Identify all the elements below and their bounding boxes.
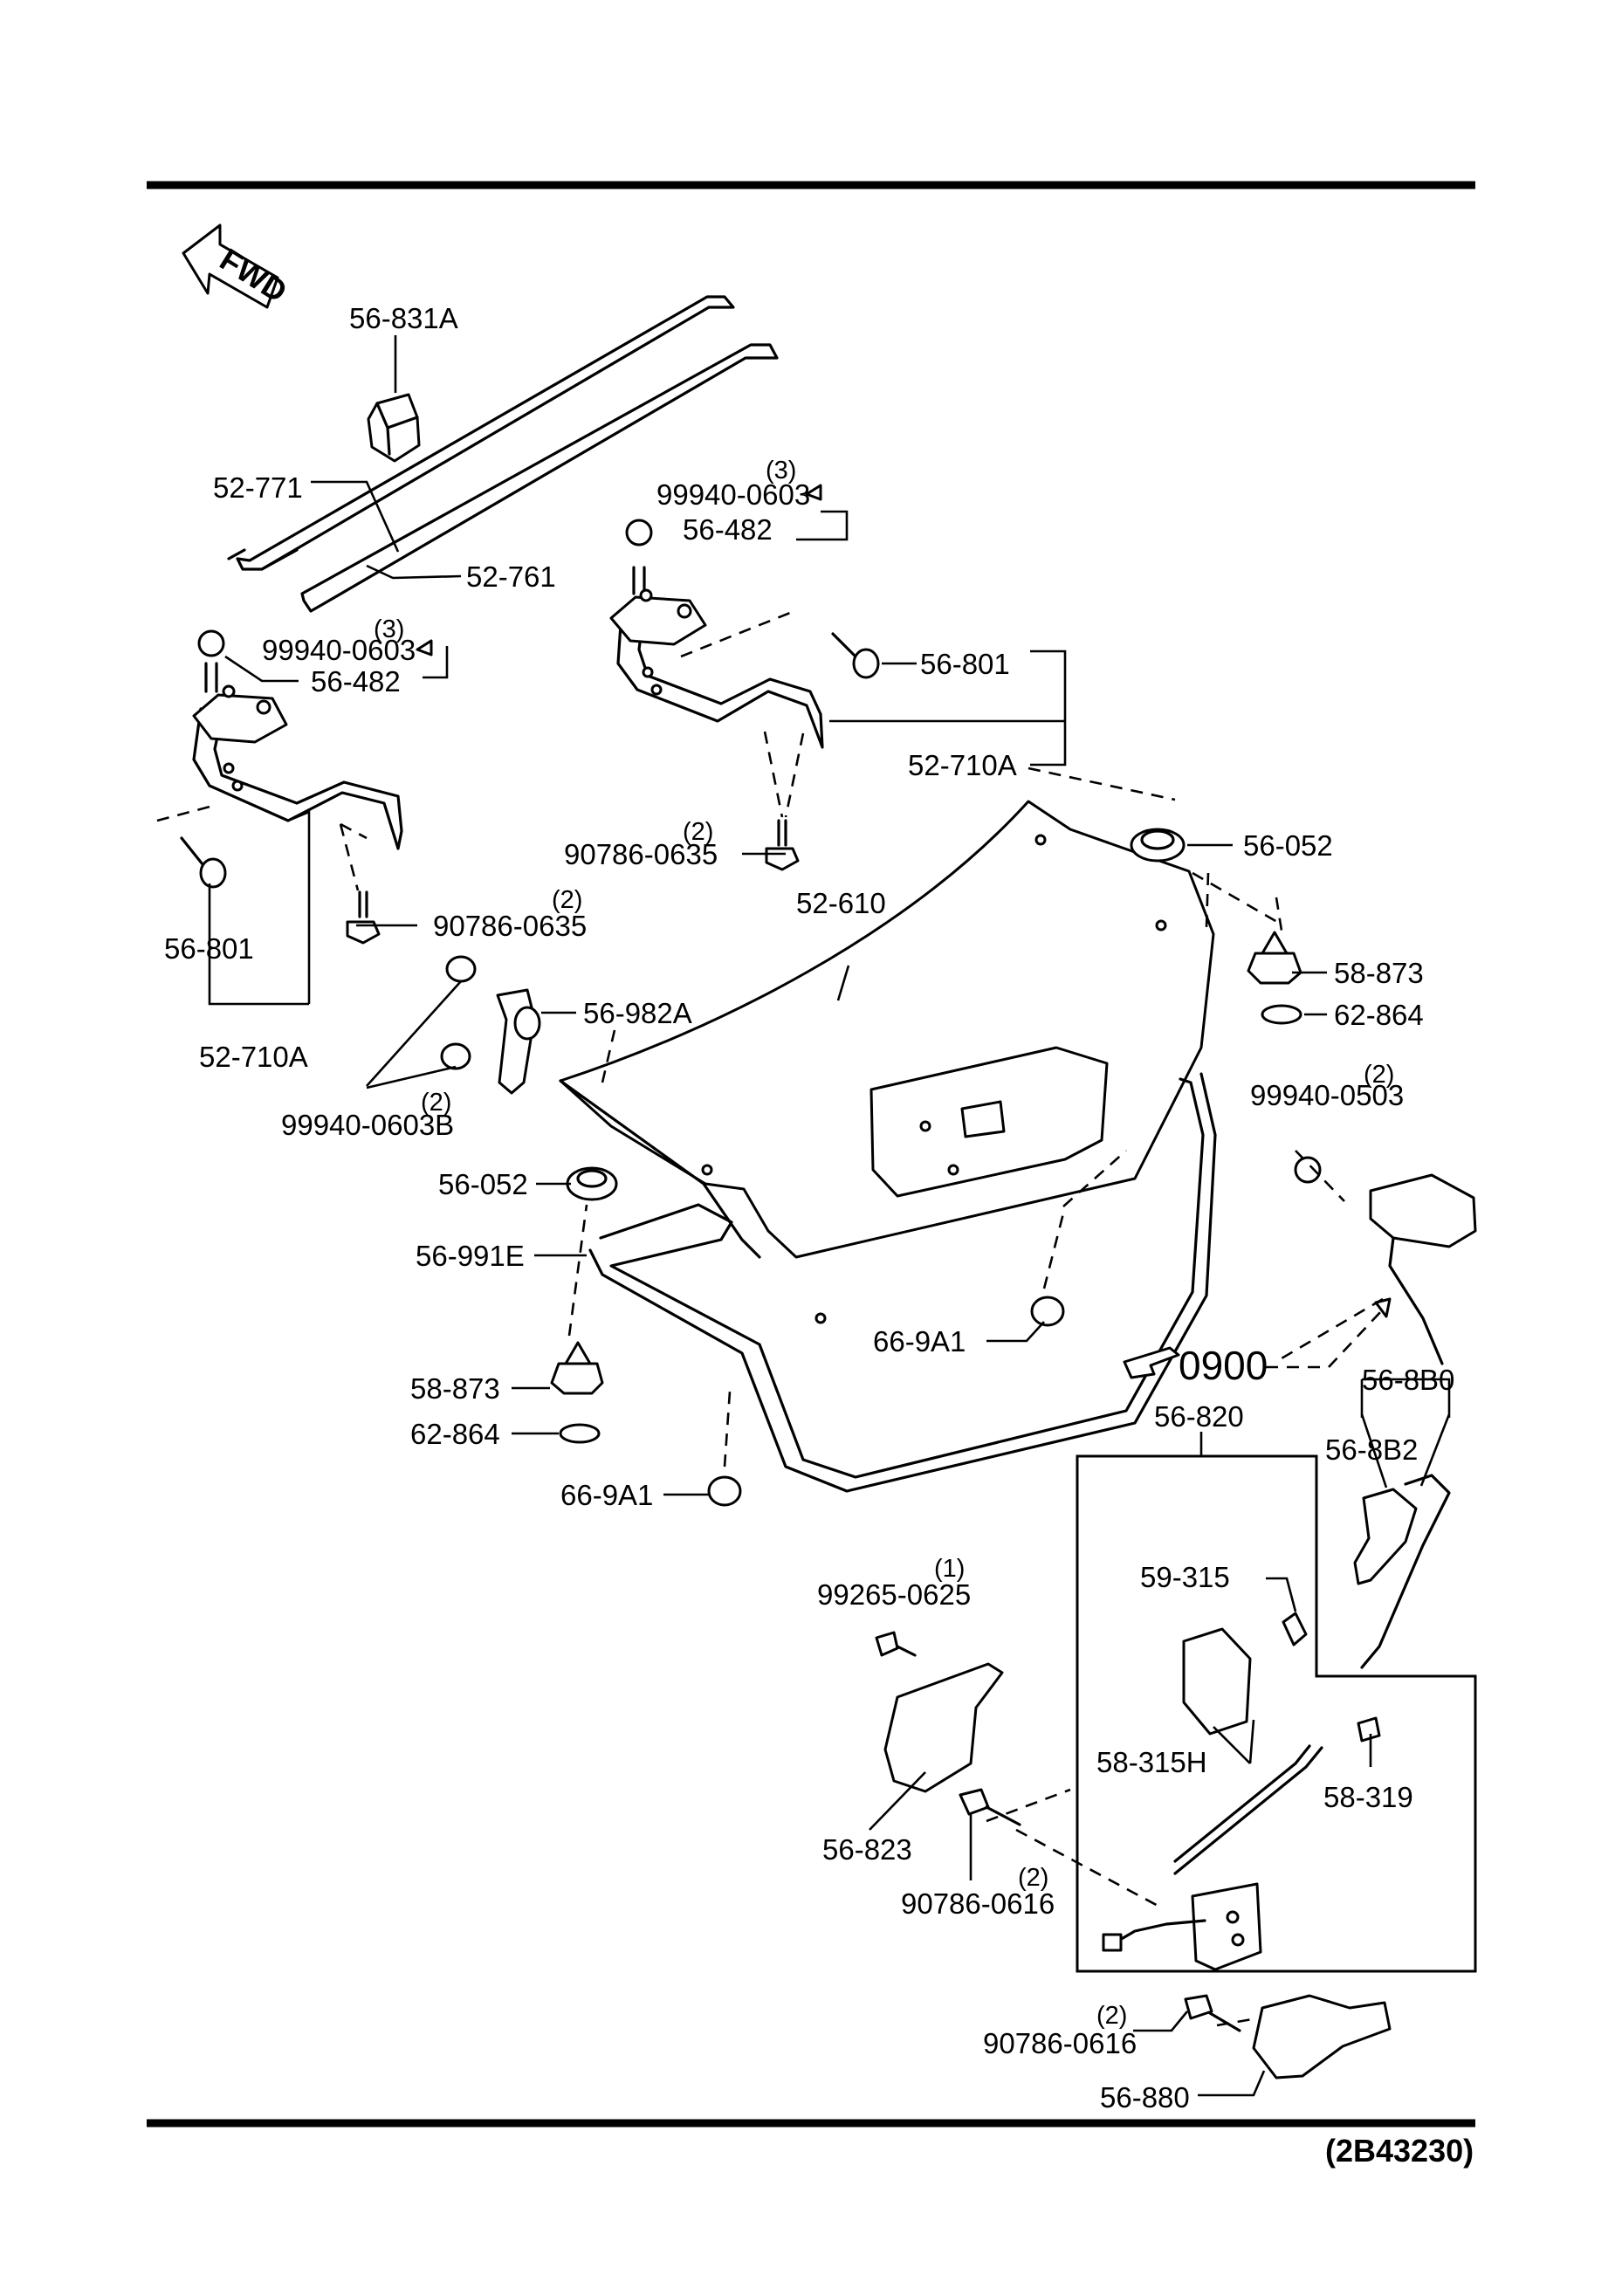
ref-0900-pointer-icon <box>1123 1297 1392 1379</box>
label-56-831A: 56-831A <box>349 302 458 334</box>
grommet-56-052-left <box>566 1166 618 1201</box>
solenoid-actuator <box>1294 1156 1477 1365</box>
label-56-801-right: 56-801 <box>920 648 1010 680</box>
weatherstrip-56-991E <box>588 1072 1217 1493</box>
lever-56-8B2 <box>1353 1474 1451 1669</box>
bolt-56-801-right <box>831 632 880 679</box>
arrow-icon <box>416 639 433 656</box>
label-56-8B0: 56-8B0 <box>1362 1364 1454 1396</box>
label-58-873-left: 58-873 <box>410 1372 500 1405</box>
label-56-482-right: 56-482 <box>683 513 773 546</box>
qty-99265-0625: (1) <box>934 1555 965 1583</box>
qty-90786-0616-lower: (2) <box>1096 2002 1127 2030</box>
bolt-90786-0616-upper <box>959 1788 1021 1826</box>
qty-90786-0616-upper: (2) <box>1018 1864 1048 1892</box>
label-90786-0616-upper: 90786-0616 <box>901 1887 1055 1920</box>
label-66-9A1-lower: 66-9A1 <box>560 1479 653 1511</box>
label-56-801-left: 56-801 <box>164 932 254 965</box>
qty-99940-0603B: (2) <box>421 1089 451 1117</box>
qty-90786-0635-left: (2) <box>552 886 582 914</box>
qty-99940-0503: (2) <box>1364 1061 1394 1089</box>
label-58-319: 58-319 <box>1323 1781 1413 1813</box>
label-52-710A-left: 52-710A <box>199 1041 308 1073</box>
label-56-052-top: 56-052 <box>1243 829 1333 862</box>
label-62-864-left: 62-864 <box>410 1418 500 1450</box>
qty-99940-0603-right: (3) <box>766 457 796 485</box>
leader-lines <box>208 480 1451 2097</box>
label-52-710A-right: 52-710A <box>908 749 1017 781</box>
ref-0900: 0900 <box>1179 1343 1268 1388</box>
lock-cylinder-59-315 <box>1182 1612 1308 1736</box>
label-99940-0603-left: 99940-0603 <box>262 634 416 666</box>
stopper-56-982A <box>440 955 541 1095</box>
fwd-arrow-icon: FWD <box>182 223 293 309</box>
latch-assembly-outline <box>1076 1454 1477 1973</box>
label-56-482-left: 56-482 <box>311 665 401 698</box>
reference-code: (2B43230) <box>1325 2133 1474 2169</box>
label-52-610: 52-610 <box>796 887 886 919</box>
label-66-9A1-center: 66-9A1 <box>873 1325 966 1358</box>
bolt-90786-0635-right <box>765 819 800 871</box>
antenna-cable-52-761 <box>227 343 779 613</box>
bolt-56-801-left <box>180 836 227 889</box>
label-62-864-right: 62-864 <box>1334 999 1424 1031</box>
label-58-873-right: 58-873 <box>1334 957 1424 989</box>
arrow-icon <box>805 484 822 501</box>
label-56-8B2: 56-8B2 <box>1325 1433 1418 1466</box>
label-56-823: 56-823 <box>822 1833 912 1866</box>
clip-58-319 <box>1357 1716 1381 1743</box>
hinge-right-52-710A <box>609 519 824 749</box>
label-56-982A: 56-982A <box>583 997 692 1029</box>
label-99940-0603B: 99940-0603B <box>281 1109 454 1141</box>
link-rod-58-315H <box>1173 1744 1323 1875</box>
label-56-820: 56-820 <box>1154 1400 1244 1433</box>
label-99940-0603-right: 99940-0603 <box>656 478 810 511</box>
label-52-771: 52-771 <box>213 471 303 504</box>
label-56-880: 56-880 <box>1100 2081 1190 2114</box>
grommet-56-052-top <box>1130 828 1186 863</box>
bolt-90786-0616-lower <box>1184 1994 1241 2032</box>
bumper-58-873-left <box>550 1341 604 1444</box>
striker-56-880 <box>1252 1994 1392 2079</box>
label-59-315: 59-315 <box>1140 1561 1230 1593</box>
antenna-cable-52-771 <box>236 295 735 571</box>
clip-66-9A1-lower <box>707 1475 742 1507</box>
label-99265-0625: 99265-0625 <box>817 1578 971 1611</box>
hinge-left-52-710A <box>192 629 403 850</box>
bumper-58-873-right <box>1247 931 1302 1025</box>
clip-56-831A <box>367 335 421 463</box>
qty-99940-0603-left: (3) <box>374 615 404 643</box>
bolt-99265-0625 <box>875 1631 917 1657</box>
label-90786-0616-lower: 90786-0616 <box>983 2027 1137 2059</box>
latch-unit <box>1102 1882 1262 1971</box>
label-90786-0635-left: 90786-0635 <box>433 910 587 942</box>
qty-90786-0635-right: (2) <box>683 818 713 846</box>
trunk-lid-52-610 <box>559 800 1215 1324</box>
label-58-315H: 58-315H <box>1096 1746 1207 1778</box>
label-52-761: 52-761 <box>466 560 556 593</box>
label-56-991E: 56-991E <box>416 1240 525 1272</box>
label-56-052-left: 56-052 <box>438 1168 528 1200</box>
label-90786-0635-right: 90786-0635 <box>564 838 718 870</box>
label-99940-0503: 99940-0503 <box>1250 1079 1404 1111</box>
cover-56-823 <box>883 1662 1004 1793</box>
bolt-90786-0635-left <box>346 890 381 945</box>
clip-66-9A1-center <box>1030 1296 1065 1327</box>
